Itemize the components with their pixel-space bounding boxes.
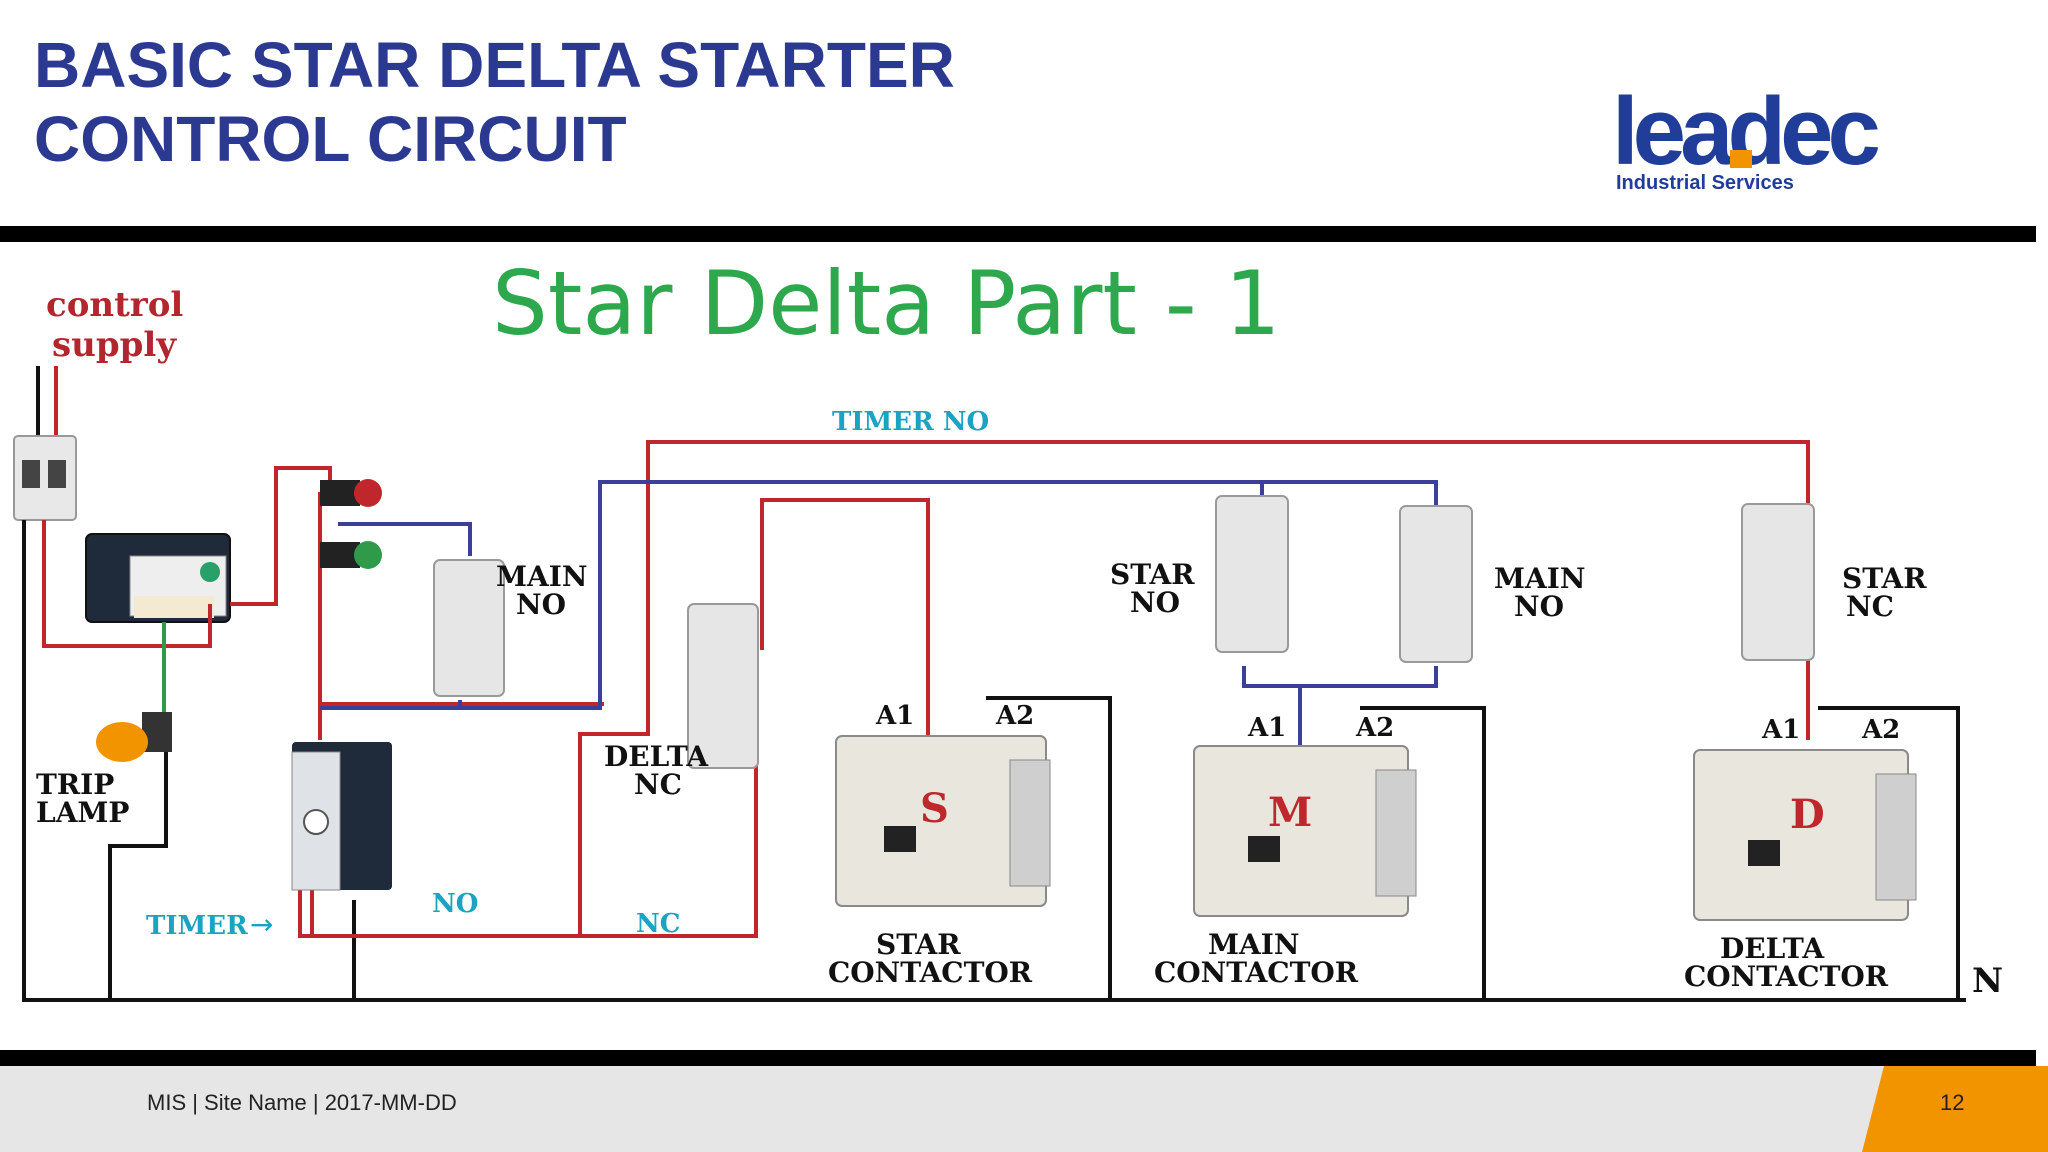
timer-label: TIMER (146, 911, 248, 941)
main-contactor-icon (1193, 745, 1417, 917)
leadec-logo: leadec Industrial Services (1612, 82, 1912, 202)
trip-lamp-label-2: LAMP (36, 796, 129, 829)
delta-d-mark: D (1790, 791, 1825, 838)
main-m-mark: M (1268, 789, 1312, 836)
main-a2-label: A2 (1355, 713, 1394, 743)
delta-contactor-label-a: DELTA (1720, 932, 1825, 965)
delta-a1-label: A1 (1761, 715, 1800, 745)
star-contactor-icon (835, 735, 1051, 907)
red-wiring (42, 440, 1810, 938)
main-no-1-label-a: MAIN (496, 560, 587, 593)
blue-wiring (320, 480, 1438, 754)
neutral-label: N (1972, 961, 2003, 1001)
main-contactor-label-a: MAIN (1208, 928, 1299, 961)
aux-contacts (433, 495, 1815, 769)
delta-nc-label-b: NC (634, 768, 682, 801)
star-a1-label: A1 (875, 701, 914, 731)
bottom-divider (0, 1050, 2036, 1066)
top-divider (0, 226, 2036, 242)
star-no-label-a: STAR (1110, 558, 1195, 591)
footer-bar (0, 1066, 2048, 1152)
timer-relay-icon (291, 742, 392, 891)
star-nc-label-b: NC (1846, 590, 1894, 623)
star-a2-label: A2 (995, 701, 1034, 731)
delta-nc-label-a: DELTA (604, 740, 709, 773)
diagram-heading: Star Delta Part - 1 (492, 252, 1281, 355)
slide-title-line-2: CONTROL CIRCUIT (34, 103, 627, 175)
trip-lamp-icon (96, 712, 172, 762)
timer-no-label: NO (432, 889, 478, 919)
arrow-right-icon: → (250, 908, 273, 941)
footer-text: MIS | Site Name | 2017-MM-DD (147, 1090, 457, 1115)
main-no-contact-2-icon (1399, 505, 1473, 663)
star-no-contact-icon (1215, 495, 1289, 653)
logo-accent-mark (1730, 150, 1752, 168)
trip-lamp-label-1: TRIP (36, 768, 114, 801)
main-no-2-label-a: MAIN (1494, 562, 1585, 595)
star-no-label-b: NO (1130, 586, 1180, 619)
star-contactor-label-b: CONTACTOR (828, 956, 1033, 989)
page-number-box (1862, 1066, 2048, 1152)
black-wiring (22, 520, 1966, 1002)
main-no-contact-1-icon (433, 559, 505, 697)
logo-tagline: Industrial Services (1616, 172, 1794, 194)
control-supply-label-2: supply (52, 325, 177, 365)
control-supply-label-1: control (46, 285, 183, 325)
star-contactor-label-a: STAR (876, 928, 961, 961)
star-nc-label-a: STAR (1842, 562, 1927, 595)
green-pilot-lamp-icon (320, 541, 382, 569)
timer-no-top-label: TIMER NO (832, 407, 989, 437)
timer-nc-label: NC (636, 909, 680, 939)
page-number: 12 (1940, 1090, 1965, 1115)
delta-contactor-label-b: CONTACTOR (1684, 960, 1889, 993)
main-no-1-label-b: NO (516, 588, 566, 621)
main-contactor-label-b: CONTACTOR (1154, 956, 1359, 989)
slide-title-line-1: BASIC STAR DELTA STARTER (34, 29, 955, 101)
delta-a2-label: A2 (1861, 715, 1900, 745)
overload-relay-icon (85, 533, 231, 623)
star-s-mark: S (920, 785, 949, 832)
main-a1-label: A1 (1247, 713, 1286, 743)
main-no-2-label-b: NO (1514, 590, 1564, 623)
mcb-breaker-icon (13, 435, 77, 521)
delta-contactor-icon (1693, 749, 1917, 921)
red-pilot-lamp-icon (320, 479, 382, 507)
star-nc-contact-icon (1741, 503, 1815, 661)
delta-nc-contact-icon (687, 603, 759, 769)
star-delta-circuit-diagram: Star Delta Part - 1 control supply (13, 252, 2003, 1002)
slide-title: BASIC STAR DELTA STARTER CONTROL CIRCUIT (34, 28, 955, 176)
